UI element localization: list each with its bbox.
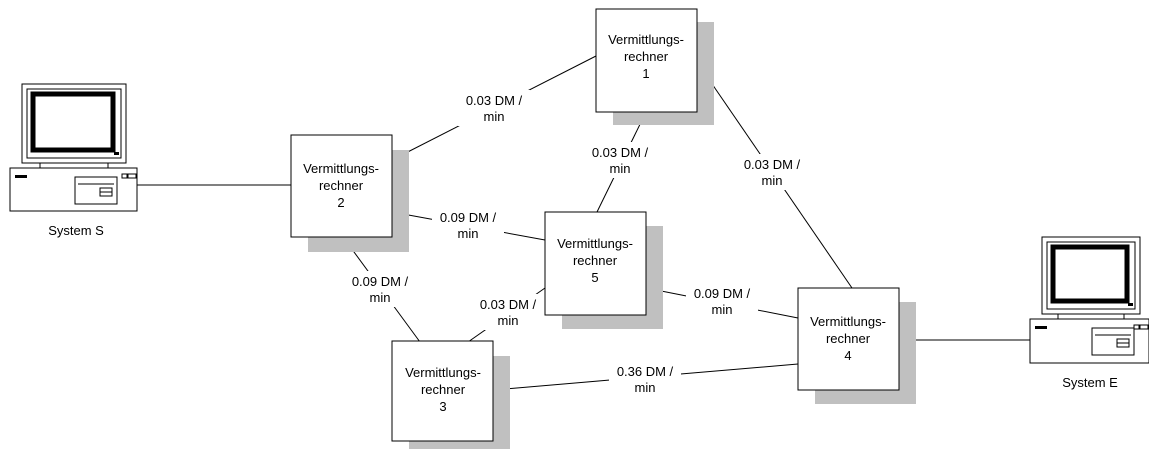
node-5: Vermittlungs- rechner 5 bbox=[544, 211, 663, 329]
node-1: Vermittlungs- rechner 1 bbox=[595, 8, 714, 125]
node-2-subtitle: rechner bbox=[319, 178, 364, 193]
node-1-subtitle: rechner bbox=[624, 49, 669, 64]
edge-label-3-4: 0.36 DM / min bbox=[609, 361, 681, 397]
edge-label-1-5: 0.03 DM / min bbox=[584, 142, 656, 178]
computer-icon bbox=[9, 83, 138, 212]
computer-icon bbox=[1029, 236, 1149, 364]
node-1-number: 1 bbox=[642, 66, 649, 81]
node-5-number: 5 bbox=[591, 270, 598, 285]
node-3: Vermittlungs- rechner 3 bbox=[391, 340, 510, 449]
edge-label-3-5: 0.03 DM / min bbox=[472, 294, 544, 330]
node-1-title: Vermittlungs- bbox=[608, 32, 684, 47]
edge-unit-1-4: min bbox=[762, 173, 783, 188]
edge-unit-3-5: min bbox=[498, 313, 519, 328]
edge-cost-5-4: 0.09 DM / bbox=[694, 286, 751, 301]
node-3-number: 3 bbox=[439, 399, 446, 414]
system-s-label: System S bbox=[48, 223, 104, 238]
node-4-number: 4 bbox=[844, 348, 851, 363]
node-2: Vermittlungs- rechner 2 bbox=[290, 134, 409, 252]
node-4-title: Vermittlungs- bbox=[810, 314, 886, 329]
edge-unit-2-3: min bbox=[370, 290, 391, 305]
node-4-subtitle: rechner bbox=[826, 331, 871, 346]
edge-cost-2-3: 0.09 DM / bbox=[352, 274, 409, 289]
node-5-subtitle: rechner bbox=[573, 253, 618, 268]
edge-unit-3-4: min bbox=[635, 380, 656, 395]
node-2-title: Vermittlungs- bbox=[303, 161, 379, 176]
node-4: Vermittlungs- rechner 4 bbox=[797, 287, 916, 404]
edge-unit-5-4: min bbox=[712, 302, 733, 317]
edge-cost-3-4: 0.36 DM / bbox=[617, 364, 674, 379]
node-5-title: Vermittlungs- bbox=[557, 236, 633, 251]
edge-cost-1-5: 0.03 DM / bbox=[592, 145, 649, 160]
node-2-number: 2 bbox=[337, 195, 344, 210]
edge-cost-2-5: 0.09 DM / bbox=[440, 210, 497, 225]
edge-label-2-5: 0.09 DM / min bbox=[432, 207, 504, 243]
edge-label-1-4: 0.03 DM / min bbox=[736, 154, 808, 190]
edge-unit-2-5: min bbox=[458, 226, 479, 241]
edge-labels: 0.03 DM / min 0.03 DM / min 0.03 DM / mi… bbox=[344, 90, 808, 397]
system-e: System E bbox=[1029, 236, 1149, 390]
edge-unit-2-1: min bbox=[484, 109, 505, 124]
edge-unit-1-5: min bbox=[610, 161, 631, 176]
edge-cost-2-1: 0.03 DM / bbox=[466, 93, 523, 108]
node-3-title: Vermittlungs- bbox=[405, 365, 481, 380]
edge-label-5-4: 0.09 DM / min bbox=[686, 283, 758, 319]
edge-cost-1-4: 0.03 DM / bbox=[744, 157, 801, 172]
edge-label-2-3: 0.09 DM / min bbox=[344, 271, 416, 307]
system-e-label: System E bbox=[1062, 375, 1118, 390]
edge-label-2-1: 0.03 DM / min bbox=[458, 90, 530, 126]
node-3-subtitle: rechner bbox=[421, 382, 466, 397]
system-s: System S bbox=[9, 83, 138, 238]
edge-cost-3-5: 0.03 DM / bbox=[480, 297, 537, 312]
